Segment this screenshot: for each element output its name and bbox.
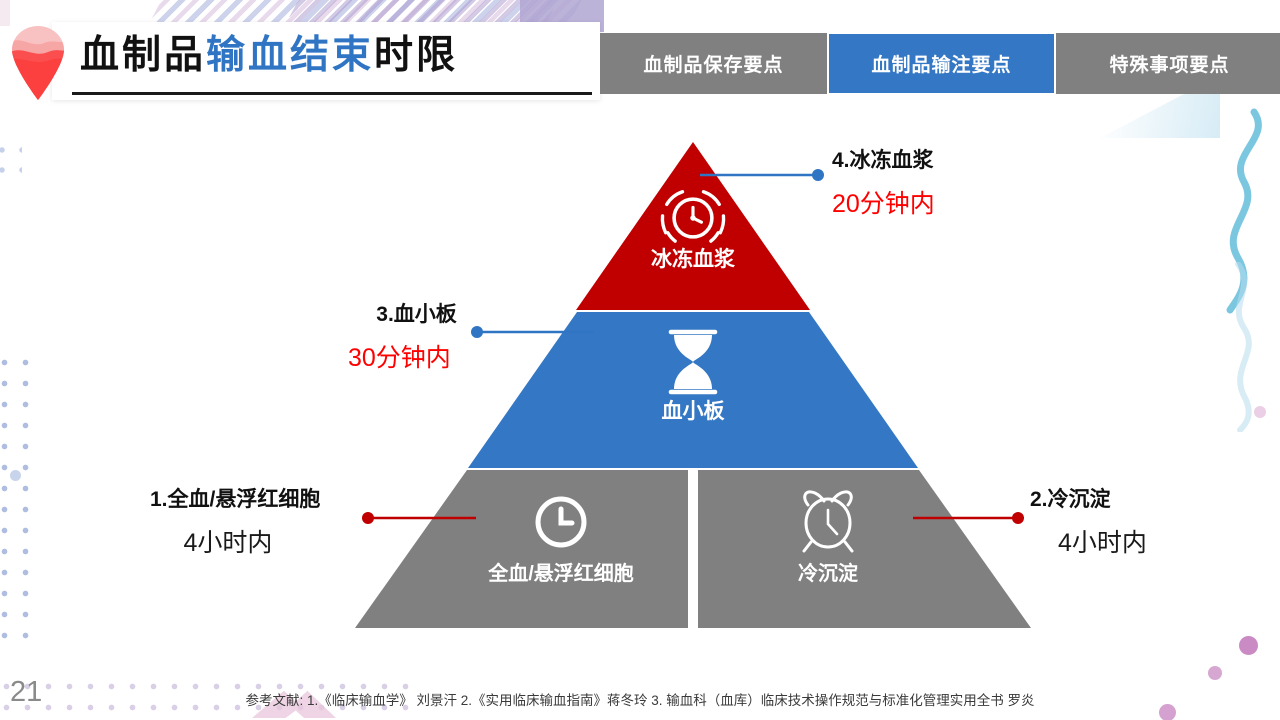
callout-2-value: 4小时内 xyxy=(1058,529,1147,557)
page-title: 血制品输血结束时限 xyxy=(80,24,458,80)
pyramid-tier-top[interactable] xyxy=(576,142,810,310)
callout-1: 1.全血/悬浮红细胞 4小时内 xyxy=(150,483,320,559)
alarm-clock-ringing-icon xyxy=(660,190,726,243)
page-title-part2: 时限 xyxy=(374,34,459,77)
pyramid-tier-top-label: 冰冻血浆 xyxy=(651,247,736,271)
title-underline xyxy=(72,92,592,95)
callout-4-title: 4.冰冻血浆 xyxy=(832,149,934,172)
pyramid-tier-bottom-right-label: 冷沉淀 xyxy=(798,561,859,585)
callout-3: 3.血小板 30分钟内 xyxy=(348,298,457,374)
callout-3-title: 3.血小板 xyxy=(376,303,457,326)
footer-reference: 参考文献: 1.《临床输血学》 刘景汗 2.《实用临床输血指南》蒋冬玲 3. 输… xyxy=(245,693,1035,708)
connector-line-1 xyxy=(362,512,476,524)
tab-transfusion[interactable]: 血制品输注要点 xyxy=(828,33,1055,94)
callout-2-title: 2.冷沉淀 xyxy=(1030,488,1111,511)
tab-bar: 血制品保存要点 血制品输注要点 特殊事项要点 xyxy=(600,33,1280,94)
connector-line-2 xyxy=(913,512,1024,524)
pyramid-tier-middle-label: 血小板 xyxy=(662,399,726,423)
page-title-part1: 血制品 xyxy=(80,34,207,77)
hourglass-icon xyxy=(668,329,718,395)
callout-2: 2.冷沉淀 4小时内 xyxy=(1030,483,1147,559)
callout-3-value: 30分钟内 xyxy=(348,344,451,372)
connector-line-4 xyxy=(700,169,824,181)
callout-1-title: 1.全血/悬浮红细胞 xyxy=(150,488,321,511)
header-card xyxy=(52,22,600,100)
callout-1-value: 4小时内 xyxy=(183,529,273,557)
pyramid-tier-bottom-right[interactable] xyxy=(698,470,1031,628)
page-title-highlight: 输血结束 xyxy=(206,34,375,77)
clock-icon xyxy=(535,496,587,548)
tab-transfusion-label: 血制品输注要点 xyxy=(871,55,1012,76)
pyramid-tier-bottom-left-label: 全血/悬浮红细胞 xyxy=(487,561,634,585)
tab-special[interactable]: 特殊事项要点 xyxy=(1056,33,1280,94)
alarm-clock-icon xyxy=(802,490,854,553)
location-pin-icon xyxy=(12,26,64,100)
pyramid-tier-bottom-left[interactable] xyxy=(355,470,688,628)
tab-storage[interactable]: 血制品保存要点 xyxy=(600,33,827,94)
callout-4-value: 20分钟内 xyxy=(832,190,935,218)
tab-storage-label: 血制品保存要点 xyxy=(643,55,784,76)
pyramid-diagram: 冰冻血浆 血小板 全血/悬浮红细胞 冷沉淀 xyxy=(355,142,1031,628)
connector-line-3 xyxy=(471,326,593,338)
decorative-stripes-top-2 xyxy=(285,0,575,24)
callout-4: 4.冰冻血浆 20分钟内 xyxy=(832,144,935,220)
decorative-pink-bar xyxy=(0,0,10,26)
tab-special-label: 特殊事项要点 xyxy=(1109,55,1230,76)
decorative-circle-2 xyxy=(1208,666,1222,680)
